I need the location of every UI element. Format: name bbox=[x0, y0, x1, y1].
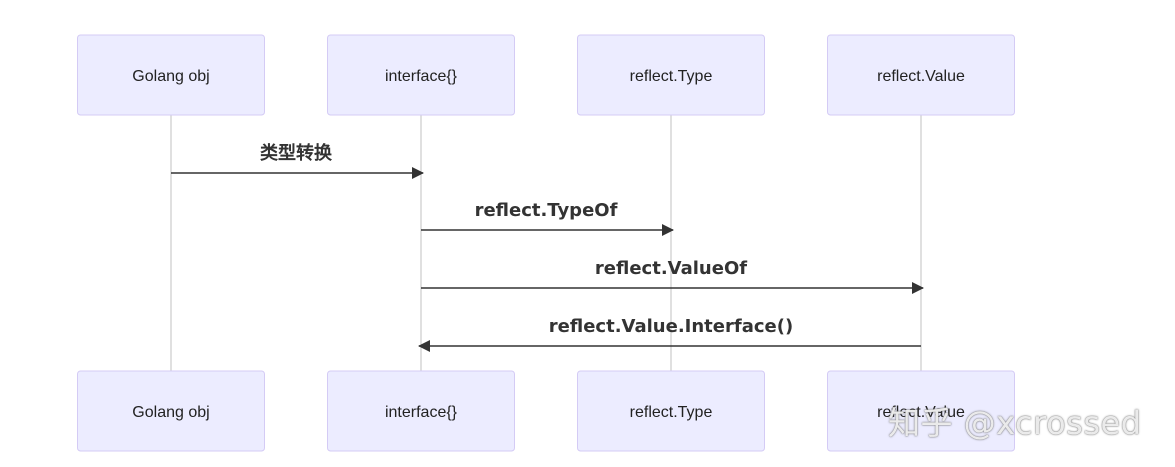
message-3: reflect.ValueOf bbox=[421, 258, 924, 294]
participant-label: reflect.Value bbox=[877, 68, 965, 85]
participant-iface-top: interface{} bbox=[327, 34, 515, 116]
messages: 类型转换 reflect.TypeOf reflect.ValueOf reflect… bbox=[171, 142, 924, 352]
participant-box bbox=[327, 370, 515, 452]
message-2: reflect.TypeOf bbox=[421, 200, 674, 236]
participant-box bbox=[77, 34, 265, 116]
participants-bottom: Golang obj interface{} reflect.Type reflect… bbox=[77, 370, 1015, 452]
participant-box bbox=[577, 370, 765, 452]
participant-box bbox=[827, 370, 1015, 452]
participant-box bbox=[577, 34, 765, 116]
message-label: reflect.Value.Interface() bbox=[549, 316, 793, 337]
participants-top: Golang obj interface{} reflect.Type reflect… bbox=[77, 34, 1015, 116]
message-4: reflect.Value.Interface() bbox=[418, 316, 921, 352]
participant-iface-bottom: interface{} bbox=[327, 370, 515, 452]
message-1: 类型转换 bbox=[171, 142, 424, 179]
watermark: 知乎 @xcrossed bbox=[888, 404, 1142, 442]
participant-label: reflect.Value bbox=[877, 404, 965, 421]
participant-rtype-top: reflect.Type bbox=[577, 34, 765, 116]
participant-box bbox=[827, 34, 1015, 116]
participant-label: Golang obj bbox=[132, 68, 209, 85]
lifelines bbox=[170, 115, 922, 371]
participant-label: Golang obj bbox=[132, 404, 209, 421]
participant-label: reflect.Type bbox=[630, 68, 713, 85]
participant-box bbox=[77, 370, 265, 452]
participant-label: interface{} bbox=[385, 68, 458, 85]
message-label: reflect.TypeOf bbox=[475, 200, 618, 221]
participant-label: reflect.Type bbox=[630, 404, 713, 421]
participant-label: interface{} bbox=[385, 404, 458, 421]
participant-rvalue-bottom: reflect.Value bbox=[827, 370, 1015, 452]
participant-golang-bottom: Golang obj bbox=[77, 370, 265, 452]
participant-box bbox=[327, 34, 515, 116]
participant-golang-top: Golang obj bbox=[77, 34, 265, 116]
message-label: reflect.ValueOf bbox=[595, 258, 747, 279]
participant-rtype-bottom: reflect.Type bbox=[577, 370, 765, 452]
participant-rvalue-top: reflect.Value bbox=[827, 34, 1015, 116]
message-label: 类型转换 bbox=[260, 142, 333, 164]
